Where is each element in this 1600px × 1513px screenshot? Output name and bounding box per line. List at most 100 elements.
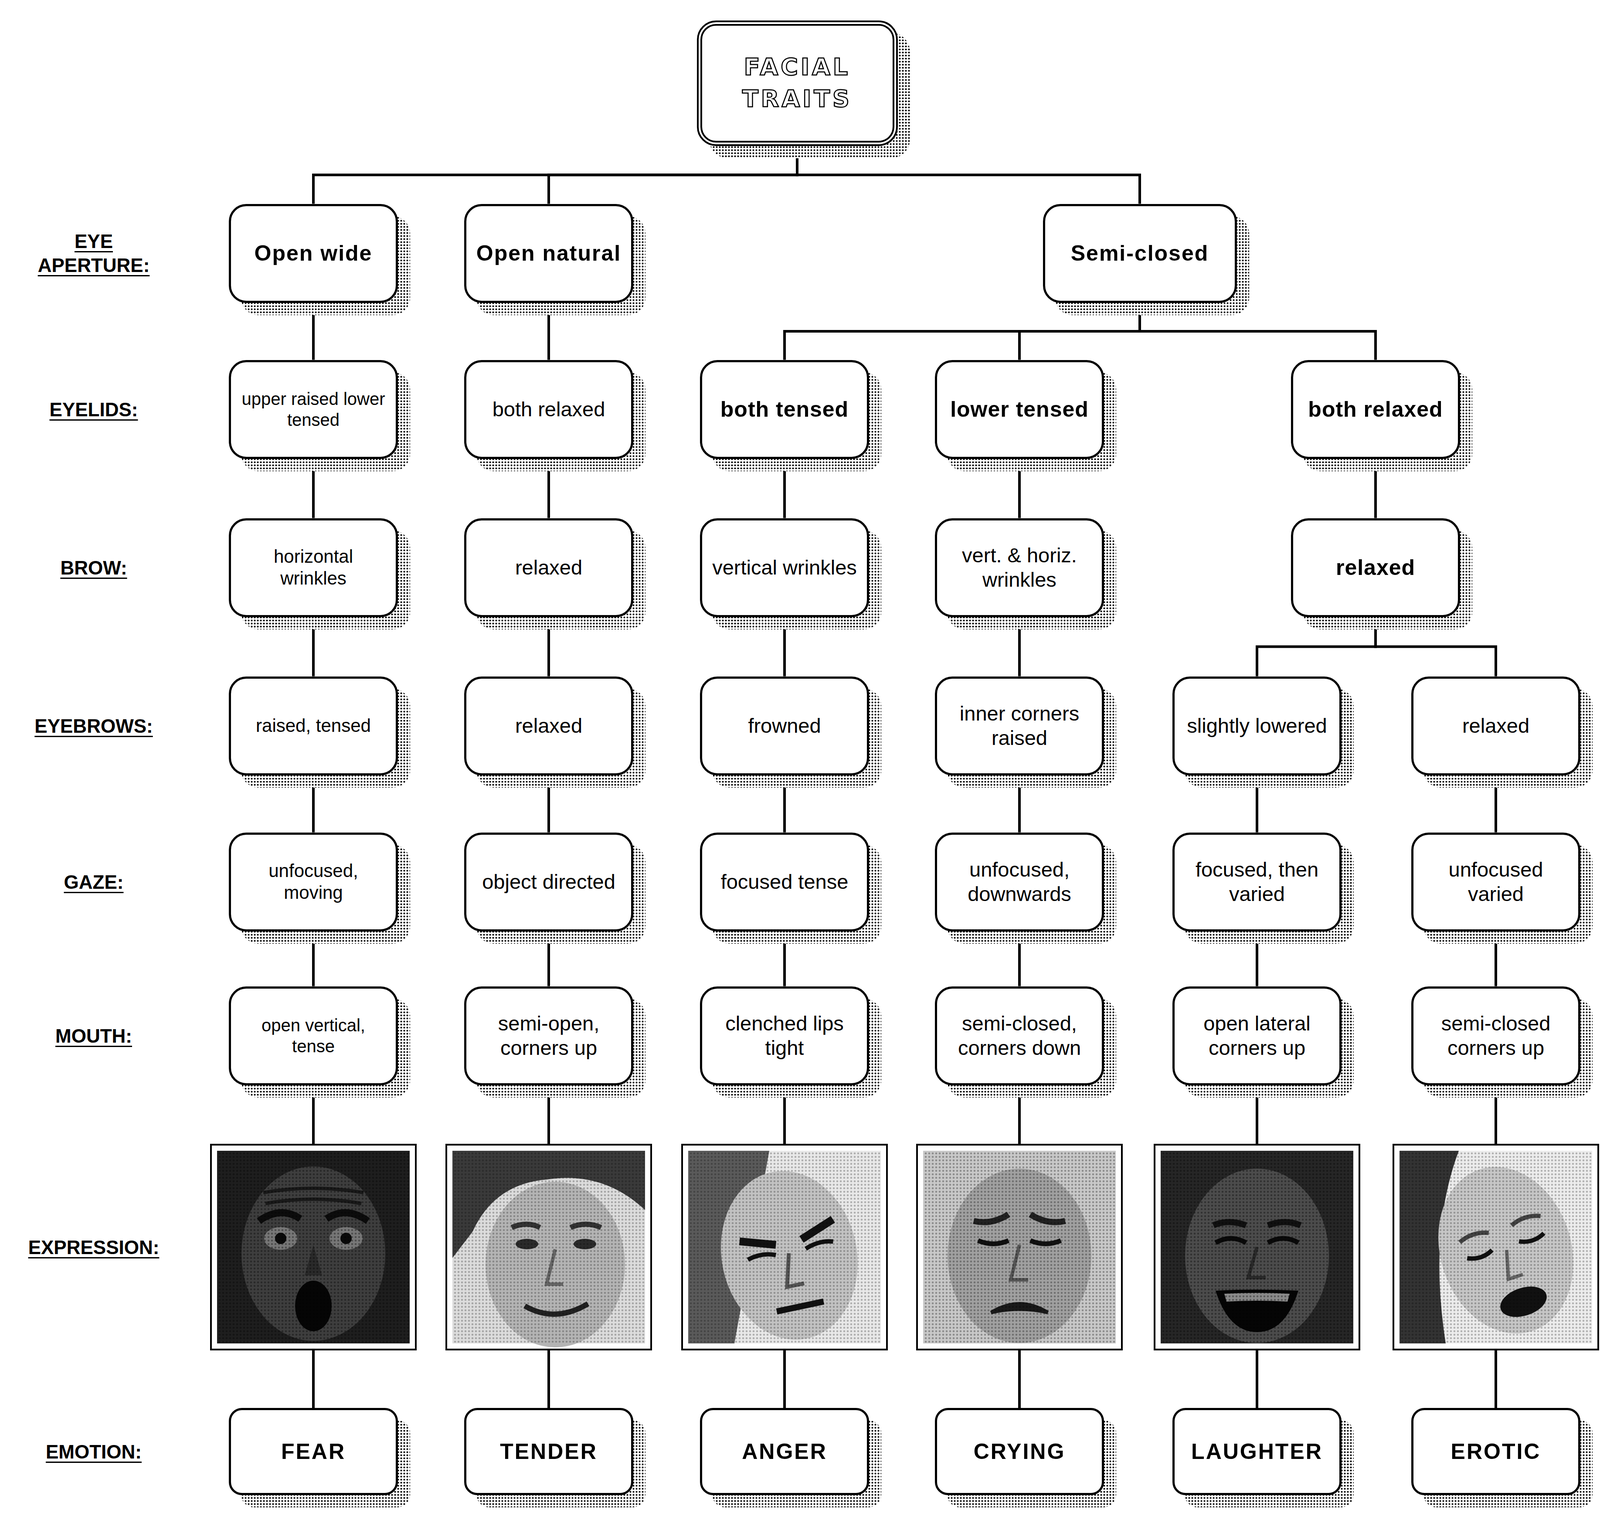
box-text: FACIAL TRAITS	[709, 51, 885, 116]
brow-box: vertical wrinkles	[699, 518, 870, 618]
photo-shape	[923, 1150, 1116, 1344]
eyebrows-box: inner corners raised	[934, 676, 1105, 776]
emotion-box: FEAR	[228, 1407, 398, 1495]
box-text: vert. & horiz. wrinkles	[944, 543, 1094, 593]
box-text: CRYING	[973, 1438, 1066, 1465]
box-text: semi-closed corners up	[1421, 1011, 1571, 1061]
box-text: frowned	[747, 713, 821, 738]
eyelids-box: both relaxed	[464, 360, 634, 459]
box-text: focused tense	[720, 869, 849, 894]
row-label: EYE APERTURE:	[23, 229, 164, 278]
box-text: unfocused, moving	[238, 859, 388, 904]
box-text: focused, then varied	[1182, 857, 1332, 907]
box-text: inner corners raised	[944, 701, 1094, 751]
box-text: both relaxed	[492, 397, 606, 422]
brow-box: horizontal wrinkles	[228, 518, 398, 618]
eyelids-box: upper raised lower tensed	[228, 360, 398, 459]
emotion-box: EROTIC	[1411, 1407, 1581, 1495]
aperture-box: Open natural	[464, 203, 634, 303]
row-label: BROW:	[2, 555, 186, 580]
anger-photo	[682, 1144, 887, 1353]
eyelids-box: both tensed	[699, 360, 870, 459]
photo-shape	[452, 1150, 646, 1344]
gaze-box: unfocused, moving	[228, 832, 398, 932]
photo-shape	[217, 1150, 410, 1344]
box-text: relaxed	[1335, 554, 1416, 581]
row-label: MOUTH:	[2, 1023, 186, 1048]
box-text: Open wide	[254, 240, 373, 267]
box-text: EROTIC	[1450, 1438, 1542, 1465]
mouth-box: open vertical, tense	[228, 986, 398, 1086]
laughter-photo	[1154, 1144, 1360, 1350]
eyelids-box: both relaxed	[1290, 360, 1461, 459]
emotion-box: LAUGHTER	[1172, 1407, 1342, 1495]
mouth-box: semi-closed corners up	[1411, 986, 1581, 1086]
brow-box: vert. & horiz. wrinkles	[934, 518, 1105, 618]
photo-shape	[217, 1150, 410, 1344]
box-text: upper raised lower tensed	[238, 388, 388, 431]
box-text: Open natural	[476, 240, 622, 267]
row-label: EMOTION:	[2, 1439, 186, 1464]
photo-shape	[452, 1150, 646, 1344]
eyebrows-box: slightly lowered	[1172, 676, 1342, 776]
title-box: FACIAL TRAITS	[696, 20, 898, 147]
tender-photo	[446, 1144, 652, 1350]
box-text: clenched lips tight	[709, 1011, 860, 1061]
box-text: slightly lowered	[1186, 713, 1327, 738]
photo-shape	[917, 1144, 1122, 1350]
photo-shape	[1154, 1144, 1360, 1350]
photo-shape	[1160, 1150, 1354, 1344]
photo-shape	[1393, 1144, 1599, 1350]
box-text: unfocused, downwards	[944, 857, 1094, 907]
box-text: lower tensed	[950, 396, 1089, 423]
emotion-box: TENDER	[464, 1407, 634, 1495]
box-text: semi-closed, corners down	[944, 1011, 1094, 1061]
mouth-box: clenched lips tight	[699, 986, 870, 1086]
eyelids-box: lower tensed	[934, 360, 1105, 459]
box-text: relaxed	[515, 555, 583, 580]
erotic-photo	[1393, 1144, 1599, 1352]
gaze-box: focused, then varied	[1172, 832, 1342, 932]
gaze-box: focused tense	[699, 832, 870, 932]
gaze-box: unfocused, downwards	[934, 832, 1105, 932]
box-text: relaxed	[1462, 713, 1530, 738]
mouth-box: open lateral corners up	[1172, 986, 1342, 1086]
box-text: TENDER	[499, 1438, 598, 1465]
box-text: unfocused varied	[1421, 857, 1571, 907]
eyebrows-box: raised, tensed	[228, 676, 398, 776]
eyebrows-box: relaxed	[1411, 676, 1581, 776]
photo-shape	[688, 1150, 881, 1344]
box-text: vertical wrinkles	[712, 555, 857, 580]
box-text: horizontal wrinkles	[238, 545, 388, 590]
box-text: semi-open, corners up	[474, 1011, 624, 1061]
emotion-box: ANGER	[699, 1407, 870, 1495]
box-text: object directed	[482, 869, 616, 894]
aperture-box: Semi-closed	[1042, 203, 1237, 303]
photo-shape	[1399, 1150, 1593, 1344]
box-text: FEAR	[281, 1438, 346, 1465]
box-text: raised, tensed	[255, 714, 371, 737]
box-text: open vertical, tense	[238, 1014, 388, 1057]
row-label: EYELIDS:	[2, 397, 186, 422]
photo-shape	[446, 1144, 652, 1350]
fear-photo	[210, 1144, 416, 1350]
mouth-box: semi-closed, corners down	[934, 986, 1105, 1086]
crying-photo	[917, 1144, 1122, 1350]
photo-shape	[923, 1150, 1116, 1344]
box-text: both relaxed	[1307, 396, 1443, 423]
eyebrows-box: frowned	[699, 676, 870, 776]
brow-box: relaxed	[464, 518, 634, 618]
photo-shape	[682, 1144, 887, 1350]
gaze-box: object directed	[464, 832, 634, 932]
photo-shape	[210, 1144, 416, 1350]
row-label: GAZE:	[2, 869, 186, 894]
photo-shape	[1399, 1150, 1593, 1344]
eyebrows-box: relaxed	[464, 676, 634, 776]
gaze-box: unfocused varied	[1411, 832, 1581, 932]
photo-shape	[688, 1150, 881, 1344]
row-label: EXPRESSION:	[2, 1235, 186, 1260]
emotion-box: CRYING	[934, 1407, 1105, 1495]
box-text: LAUGHTER	[1191, 1438, 1323, 1465]
box-text: ANGER	[741, 1438, 828, 1465]
